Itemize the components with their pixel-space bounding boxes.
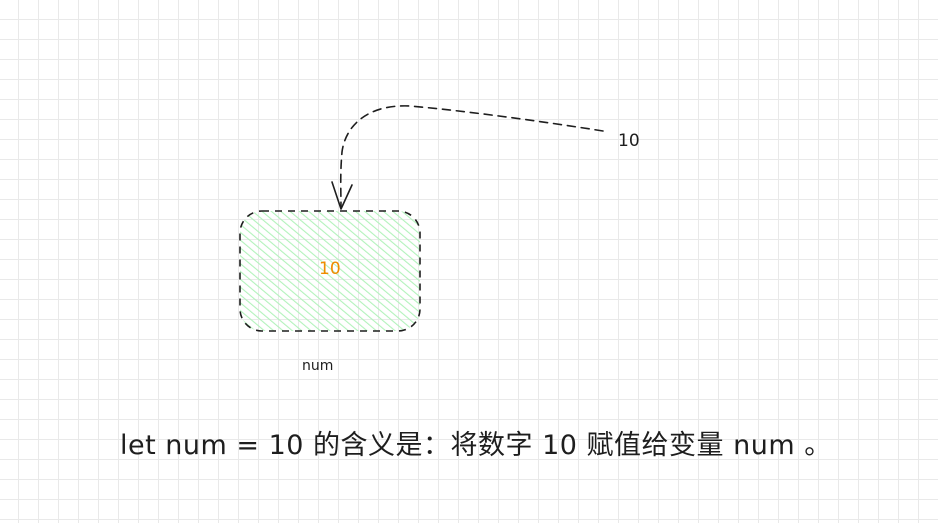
assignment-arrow xyxy=(339,105,604,209)
arrow-source-label: 10 xyxy=(618,131,640,151)
arrow-head-icon xyxy=(331,181,353,210)
variable-box xyxy=(239,210,421,332)
statement-text: let num = 10 的含义是：将数字 10 赋值给变量 num 。 xyxy=(120,430,832,461)
box-value: 10 xyxy=(319,259,341,279)
box-caption: num xyxy=(302,358,334,374)
